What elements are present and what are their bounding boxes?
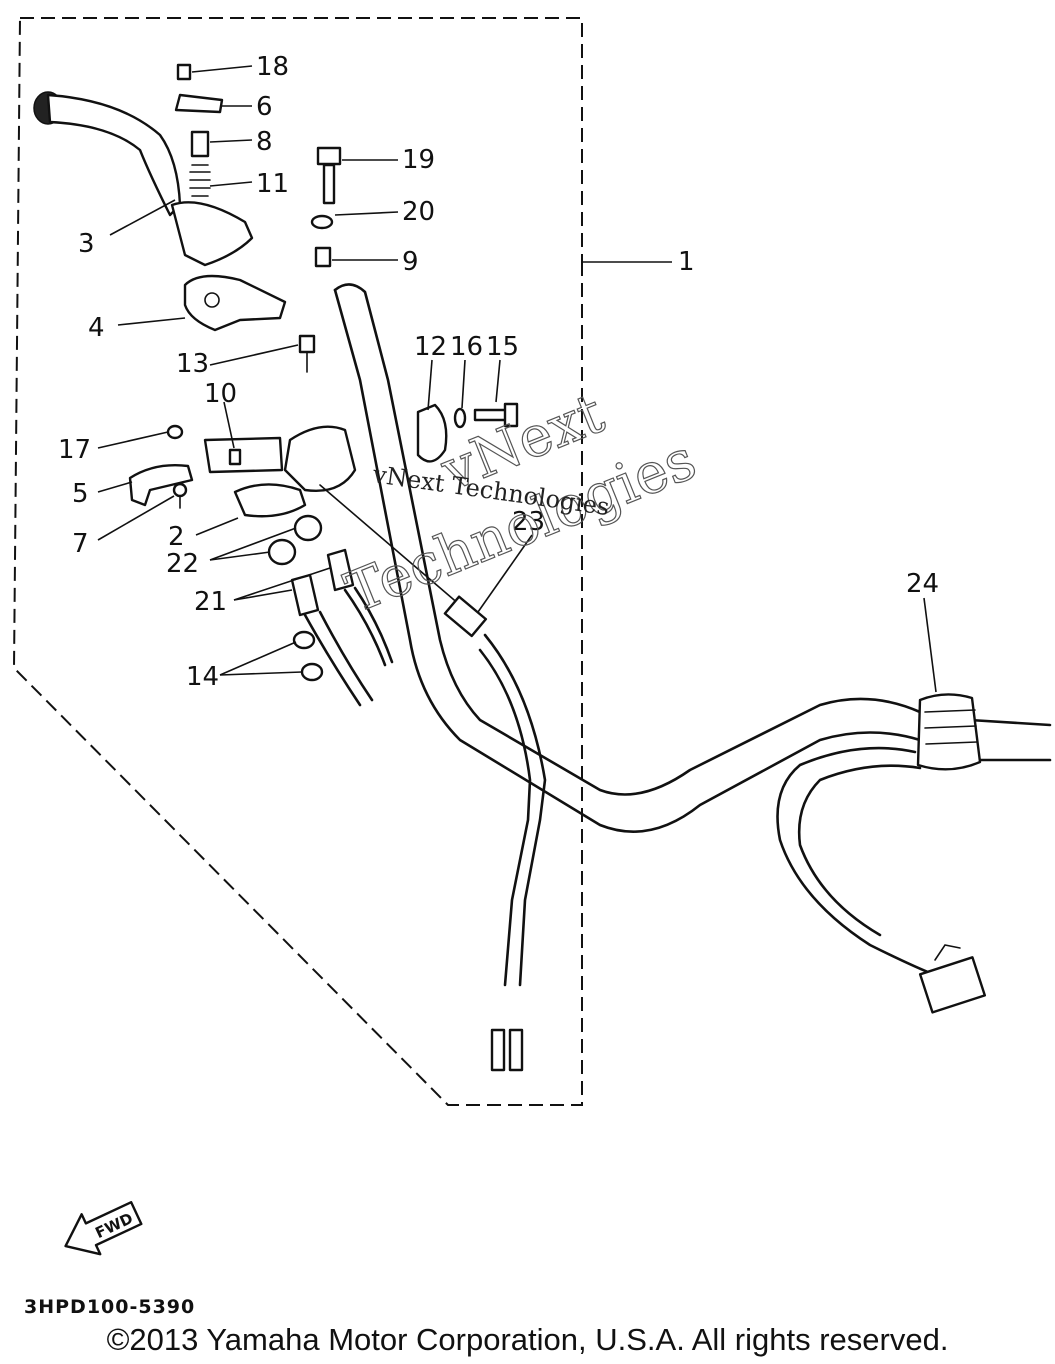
lever-holder bbox=[170, 63, 342, 373]
callout-24: 24 bbox=[906, 569, 939, 599]
callout-3: 3 bbox=[78, 229, 95, 259]
callout-18: 18 bbox=[256, 52, 289, 82]
watermark: vNext Technologies vNext Technologies bbox=[336, 380, 705, 627]
callout-20: 20 bbox=[402, 197, 435, 227]
clamp-parts bbox=[416, 402, 519, 463]
callout-labels: 18 6 8 11 19 20 3 9 1 4 13 12 16 15 10 1… bbox=[58, 52, 939, 692]
callout-5: 5 bbox=[72, 479, 89, 509]
fwd-arrow: FWD bbox=[64, 1201, 143, 1256]
callout-14: 14 bbox=[186, 662, 219, 692]
handlebar-switch bbox=[776, 693, 987, 1014]
callout-2: 2 bbox=[168, 522, 185, 552]
callout-1: 1 bbox=[678, 247, 695, 277]
diagram-code: 3HPD100-5390 bbox=[24, 1296, 196, 1318]
callout-15: 15 bbox=[486, 332, 519, 362]
callout-22: 22 bbox=[166, 549, 199, 579]
clutch-lever bbox=[33, 91, 182, 217]
callout-10: 10 bbox=[204, 379, 237, 409]
callout-11: 11 bbox=[256, 169, 289, 199]
callout-9: 9 bbox=[402, 247, 419, 277]
callout-13: 13 bbox=[176, 349, 209, 379]
switch-cable bbox=[319, 484, 547, 1072]
leader-lines bbox=[97, 65, 937, 693]
callout-4: 4 bbox=[88, 313, 105, 343]
callout-19: 19 bbox=[402, 145, 435, 175]
callout-7: 7 bbox=[72, 529, 89, 559]
handlebar bbox=[333, 283, 1052, 833]
assembly-boundary bbox=[12, 17, 583, 1106]
callout-23: 23 bbox=[512, 507, 545, 537]
cable-adjusters bbox=[267, 514, 394, 707]
callout-21: 21 bbox=[194, 587, 227, 617]
callout-17: 17 bbox=[58, 435, 91, 465]
copyright-notice: ©2013 Yamaha Motor Corporation, U.S.A. A… bbox=[106, 1322, 949, 1357]
callout-6: 6 bbox=[256, 92, 273, 122]
callout-12: 12 bbox=[414, 332, 447, 362]
callout-16: 16 bbox=[450, 332, 483, 362]
switch-housing bbox=[128, 424, 357, 518]
callout-8: 8 bbox=[256, 127, 273, 157]
